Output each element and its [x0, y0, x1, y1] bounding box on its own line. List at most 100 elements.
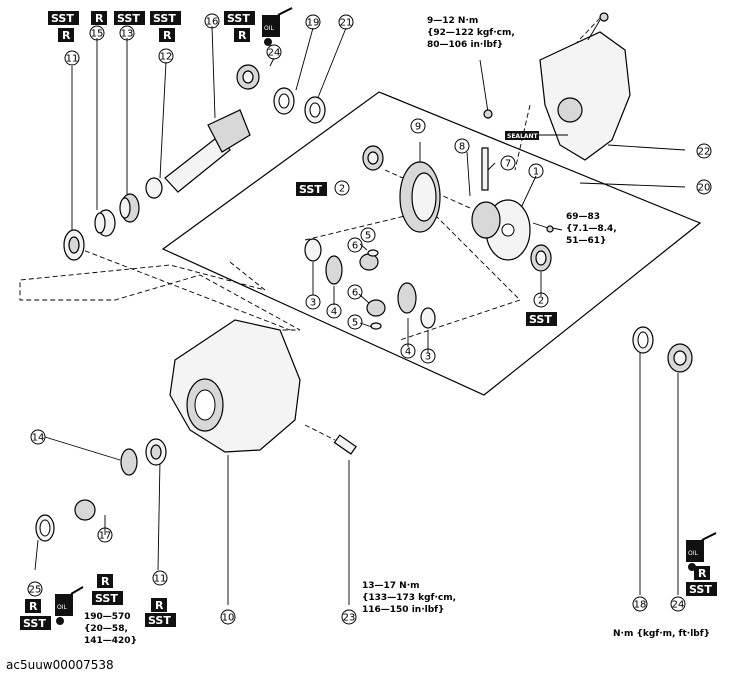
callout-number: 7 [505, 159, 511, 170]
svg-text:{20—58,: {20—58, [84, 624, 128, 634]
callout-number: 4 [331, 307, 337, 318]
svg-text:SST: SST [299, 183, 322, 196]
callout-number: 22 [698, 147, 711, 158]
callout-number: 11 [66, 54, 79, 65]
badge-stack-15: R [91, 11, 107, 25]
callout-24: 24 [266, 44, 282, 60]
side-gear-4-left [325, 255, 343, 285]
thrust-washer-5-upper [367, 249, 379, 257]
rear-cover-22: SEALANT [483, 12, 631, 161]
callout-22: 22 [696, 143, 712, 159]
seal-24-right [667, 343, 693, 373]
sensor-23 [333, 434, 357, 455]
callout-9: 9 [410, 118, 426, 134]
torque-spec-1: 69—83 {7.1—8.4, 51—61} [566, 212, 617, 246]
bearing-2-lower [530, 244, 552, 272]
oil-can-icon: OIL [55, 586, 84, 625]
differential-subassembly-frame [161, 91, 702, 396]
badge-stack-25: R SST OIL [20, 586, 84, 630]
washer-3-left [304, 238, 322, 262]
callout-number: 2 [538, 296, 544, 307]
callout-5: 5 [347, 314, 363, 330]
callout-number: 16 [206, 17, 219, 28]
svg-text:SST: SST [689, 583, 712, 596]
callout-number: 23 [343, 613, 356, 624]
callout-number: 20 [698, 183, 711, 194]
svg-text:SST: SST [529, 313, 552, 326]
svg-text:R: R [29, 600, 38, 613]
ring-gear-9 [399, 161, 441, 233]
r-badge: R [238, 29, 247, 42]
bearing-2-upper [362, 145, 384, 171]
washer-3-right [420, 307, 436, 329]
callout-12: 12 [158, 48, 174, 64]
svg-text:190—570: 190—570 [84, 612, 131, 622]
pinion-gear-6-lower [366, 299, 386, 317]
callout-6: 6 [347, 284, 363, 300]
svg-text:{133—173 kgf·cm,: {133—173 kgf·cm, [362, 593, 456, 603]
bearing-11-bottom [145, 438, 167, 466]
sealant-badge [505, 131, 539, 140]
callout-number: 6 [352, 288, 358, 299]
callout-18: 18 [632, 596, 648, 612]
sst-badge: SST [153, 12, 176, 25]
svg-text:SST: SST [95, 592, 118, 605]
badge-stack-13: SST [114, 11, 145, 25]
svg-text:9—12 N·m: 9—12 N·m [427, 16, 478, 26]
badge-stack-11: SST R [48, 11, 79, 42]
svg-text:116—150 in·lbf}: 116—150 in·lbf} [362, 605, 444, 615]
callout-number: 24 [672, 600, 685, 611]
spacer-15 [94, 209, 116, 237]
callout-8: 8 [454, 138, 470, 154]
sst-badge: SST [117, 12, 140, 25]
case-1 [471, 199, 531, 261]
sst-badge: SST [51, 12, 74, 25]
r-badge: R [95, 12, 104, 25]
drive-pinion-16 [164, 109, 251, 193]
thrust-washer-5-lower [370, 322, 382, 330]
torque-spec-17: 190—570 {20—58, 141—420} [84, 612, 137, 646]
callout-24: 24 [670, 596, 686, 612]
svg-text:{7.1—8.4,: {7.1—8.4, [566, 224, 617, 234]
callout-number: 3 [425, 352, 431, 363]
badge-sst-2-upper: SST [296, 182, 327, 196]
bearing-13 [119, 193, 140, 223]
nut-17 [74, 499, 96, 521]
callout-23: 23 [341, 609, 357, 625]
svg-text:13—17 N·m: 13—17 N·m [362, 581, 420, 591]
badge-stack-12: SST R [150, 11, 181, 42]
image-code: ac5uuw00007538 [6, 658, 114, 672]
seal-18 [632, 326, 654, 354]
svg-text:OIL: OIL [264, 25, 274, 32]
callout-16: 16 [204, 13, 220, 29]
callout-number: 5 [365, 231, 371, 242]
callout-2: 2 [334, 180, 350, 196]
callout-number: 10 [222, 613, 235, 624]
pinion-gear-6-upper [359, 253, 379, 271]
callout-6: 6 [347, 237, 363, 253]
svg-text:R: R [155, 599, 164, 612]
callout-number: 5 [352, 318, 358, 329]
callout-19: 19 [305, 14, 321, 30]
callout-11: 11 [64, 50, 80, 66]
callout-number: 24 [268, 48, 281, 59]
badge-stack-24-right: OIL R SST [686, 532, 717, 596]
side-gear-4-right [397, 282, 417, 314]
leader-lines [34, 25, 686, 605]
svg-text:R: R [101, 575, 110, 588]
callout-number: 25 [29, 585, 42, 596]
spacer-12 [145, 177, 163, 199]
svg-text:OIL: OIL [57, 604, 67, 611]
svg-text:{92—122 kgf·cm,: {92—122 kgf·cm, [427, 28, 515, 38]
carrier-10 [169, 319, 301, 453]
pin-7 [481, 147, 489, 191]
svg-text:69—83: 69—83 [566, 212, 600, 222]
svg-text:SST: SST [148, 614, 171, 627]
washer-21 [304, 96, 326, 124]
oil-can-icon: OIL [262, 7, 293, 46]
washer-19 [273, 87, 295, 115]
callout-25: 25 [27, 581, 43, 597]
callout-number: 13 [121, 29, 134, 40]
